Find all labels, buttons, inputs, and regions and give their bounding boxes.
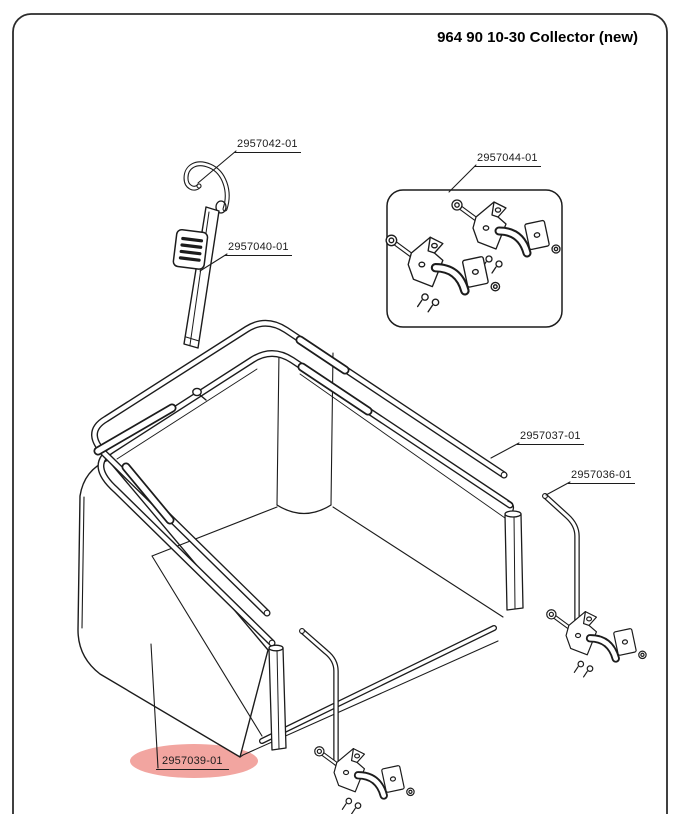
page-title: 964 90 10-30 Collector (new) (437, 29, 638, 46)
part-label-support-rod: 2957036-01 (568, 469, 635, 484)
hook (183, 161, 230, 214)
part-label-bag-highlighted: 2957039-01 (156, 755, 229, 770)
part-label-bracket-kit: 2957044-01 (474, 152, 541, 167)
opening-sleeves (268, 510, 524, 751)
strap (183, 206, 220, 349)
support-rod-front (299, 628, 339, 766)
bracket-assembly (547, 610, 646, 677)
rim-frame (97, 350, 517, 647)
part-label-strap: 2957040-01 (225, 241, 292, 256)
collector-bag (77, 351, 506, 758)
part-label-hook: 2957042-01 (234, 138, 301, 153)
leader-lines (150, 150, 571, 769)
bottom-rail (239, 625, 499, 758)
fabric-hem-sleeves (93, 335, 373, 525)
bracket-assembly (315, 747, 414, 814)
part-label-frame-tube: 2957037-01 (517, 430, 584, 445)
strap-buckle (172, 229, 209, 270)
support-rod-right (542, 493, 580, 637)
rim-hook (192, 387, 207, 401)
page-border (12, 13, 668, 814)
